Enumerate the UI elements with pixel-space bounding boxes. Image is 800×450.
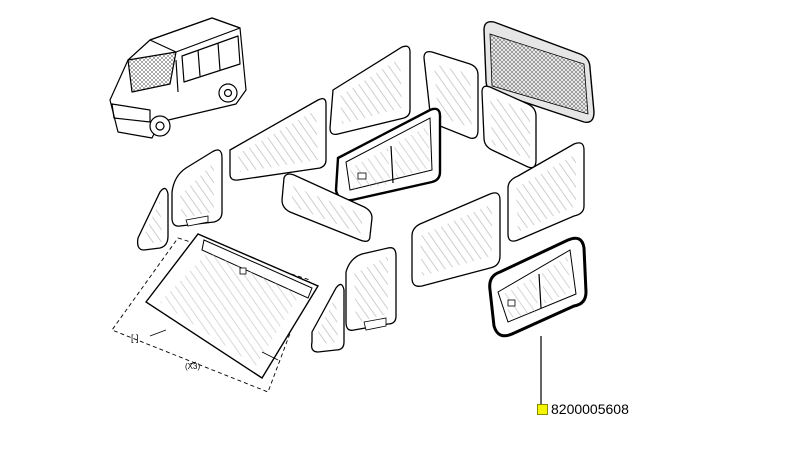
windscreen bbox=[111, 233, 320, 393]
sliding-window-frame bbox=[329, 45, 411, 136]
quantity-callout: (X3) bbox=[185, 362, 200, 371]
rear-door-glass-selected bbox=[488, 236, 588, 338]
side-strip-glass bbox=[281, 173, 373, 242]
middle-side-glass-left bbox=[411, 192, 501, 287]
bracket-callout: [ ] bbox=[131, 333, 139, 343]
van-icon bbox=[109, 17, 247, 139]
front-quarter-glass-small bbox=[136, 187, 169, 251]
rear-quarter-glass-right bbox=[481, 85, 537, 169]
front-door-glass-left bbox=[171, 149, 223, 227]
front-door-glass-right bbox=[345, 247, 397, 331]
part-marker-icon bbox=[537, 403, 548, 415]
front-quarter-glass-right bbox=[310, 283, 345, 353]
sliding-window-assembly bbox=[334, 107, 442, 202]
rear-side-glass-upper bbox=[229, 98, 327, 181]
middle-side-glass-right bbox=[507, 142, 585, 242]
part-number-text: 8200005608 bbox=[551, 401, 629, 417]
part-number-label[interactable]: 8200005608 bbox=[537, 401, 629, 417]
